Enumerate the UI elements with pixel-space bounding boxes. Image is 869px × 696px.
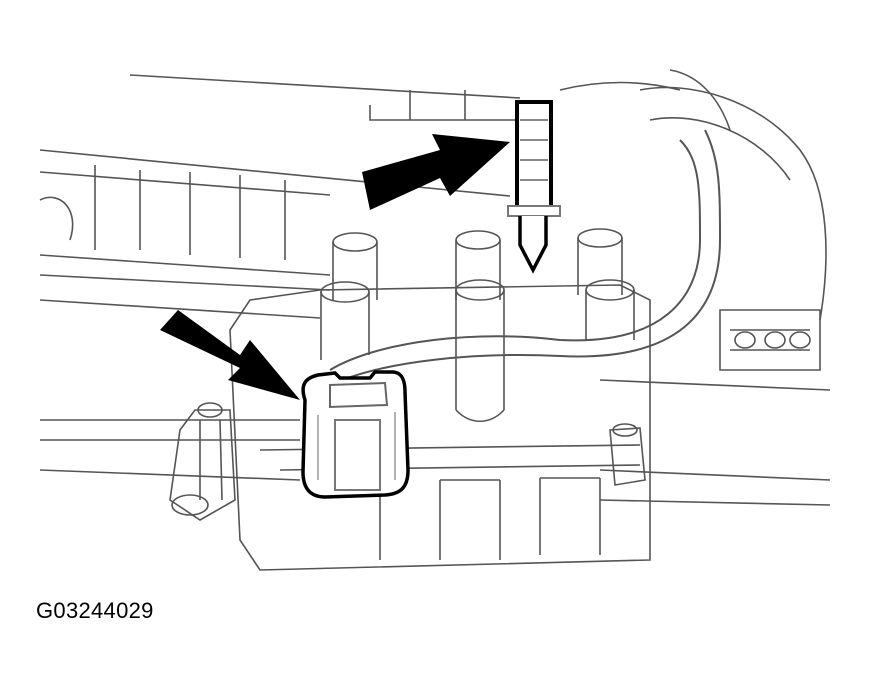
diagram-figure [0, 0, 869, 590]
arrow-top [362, 134, 510, 210]
arrow-left [160, 310, 300, 400]
engine-diagram-svg [0, 0, 869, 590]
figure-caption: G03244029 [36, 598, 154, 623]
clip-retainer [508, 102, 560, 270]
electrical-connector [303, 372, 408, 497]
